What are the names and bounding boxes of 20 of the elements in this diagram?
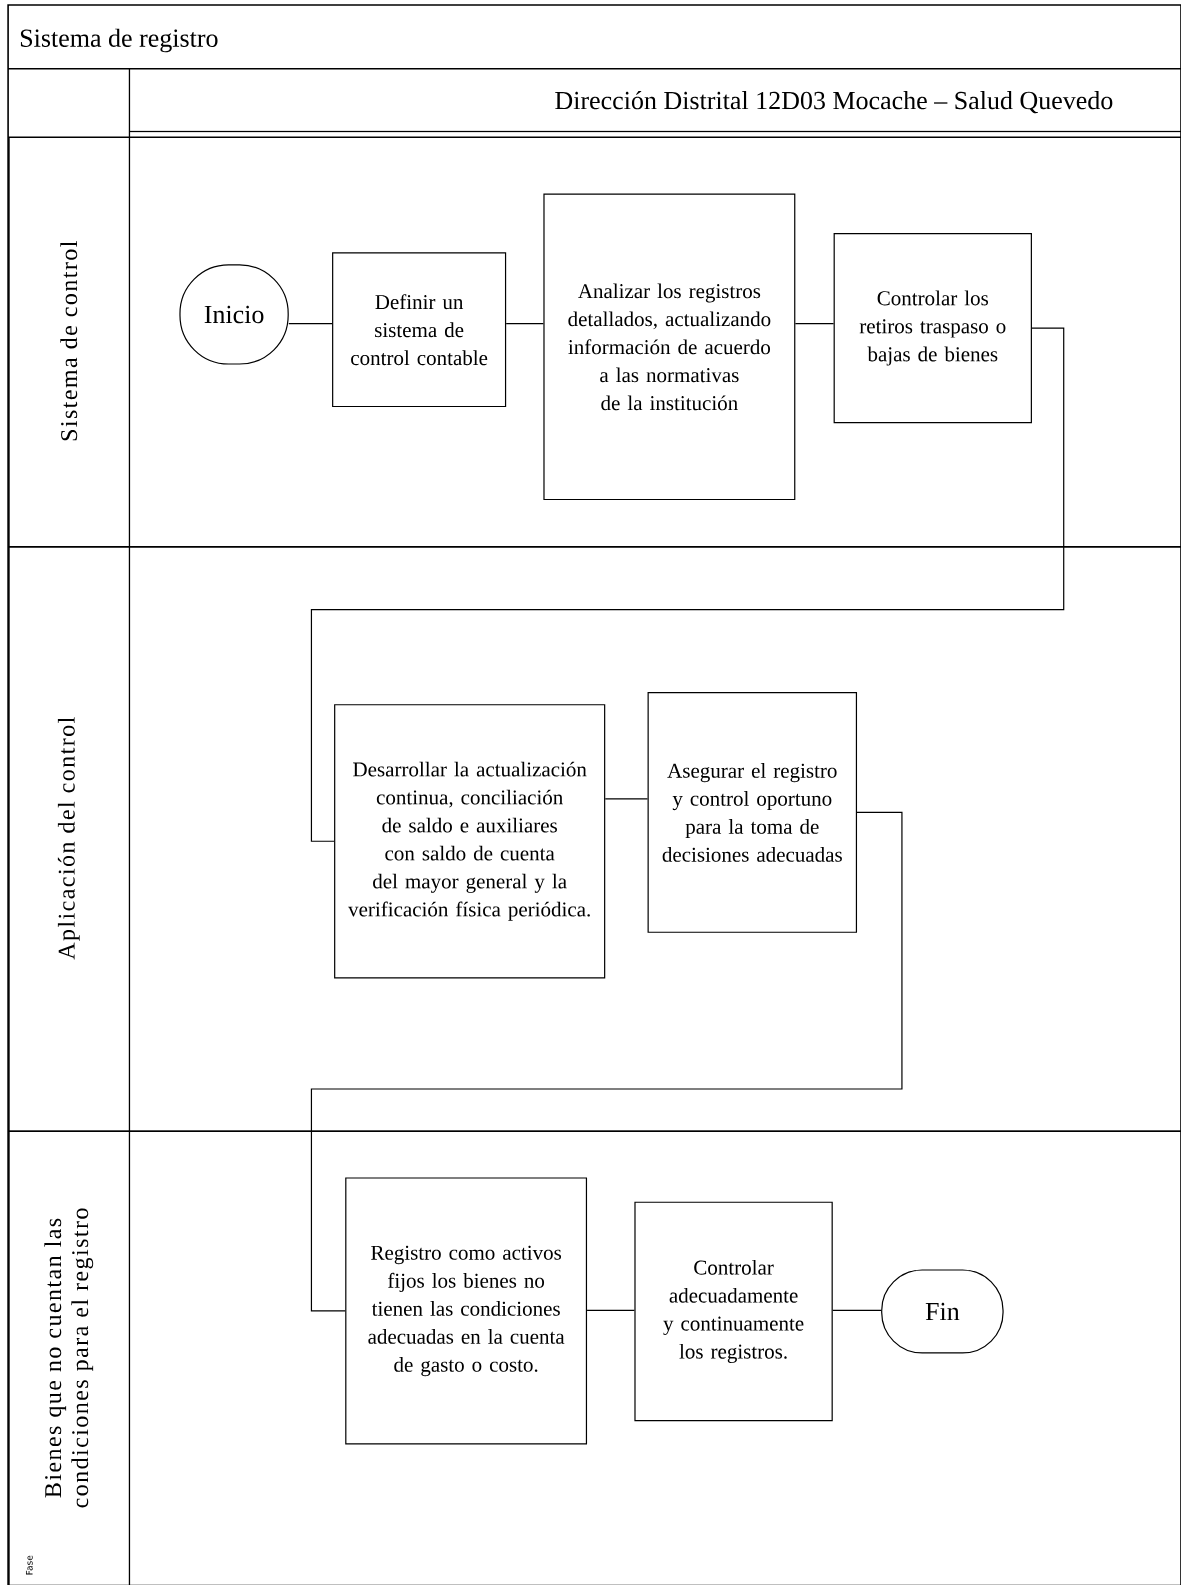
lane-heading: Dirección Distrital 12D03 Mocache – Salud Quevedo xyxy=(555,91,1113,114)
connector xyxy=(832,1309,882,1312)
terminator: Fin xyxy=(881,1269,1004,1354)
connector xyxy=(288,322,333,325)
pool-title: Sistema de registro xyxy=(20,28,218,53)
connector xyxy=(505,322,544,325)
process-box: Asegurar el registro y control oportuno para la toma de decisiones adecuadas xyxy=(647,692,858,933)
process-box: Desarrollar la actualización continua, conciliación de saldo e auxiliares con saldo de cuenta del mayor general y la verificación física periódica. xyxy=(334,704,606,979)
connector xyxy=(310,811,903,1312)
process-box: Registro como activos fijos los bienes no tienen las condiciones adecuadas en la cuenta de gasto o costo. xyxy=(345,1177,588,1445)
connector xyxy=(586,1309,635,1312)
connector xyxy=(310,327,1065,842)
process-box: Controlar adecuadamente y continuamente los registros. xyxy=(634,1201,833,1422)
phase-label: Fase xyxy=(26,1555,33,1575)
process-box: Definir un sistema de control contable xyxy=(332,252,507,408)
connector xyxy=(794,322,835,325)
terminator: Inicio xyxy=(179,264,289,365)
process-box: Controlar los retiros traspaso o bajas de bienes xyxy=(833,233,1032,424)
connector xyxy=(604,798,649,800)
process-box: Analizar los registros detallados, actualizando información de acuerdo a las normativas de la institución xyxy=(543,193,796,501)
